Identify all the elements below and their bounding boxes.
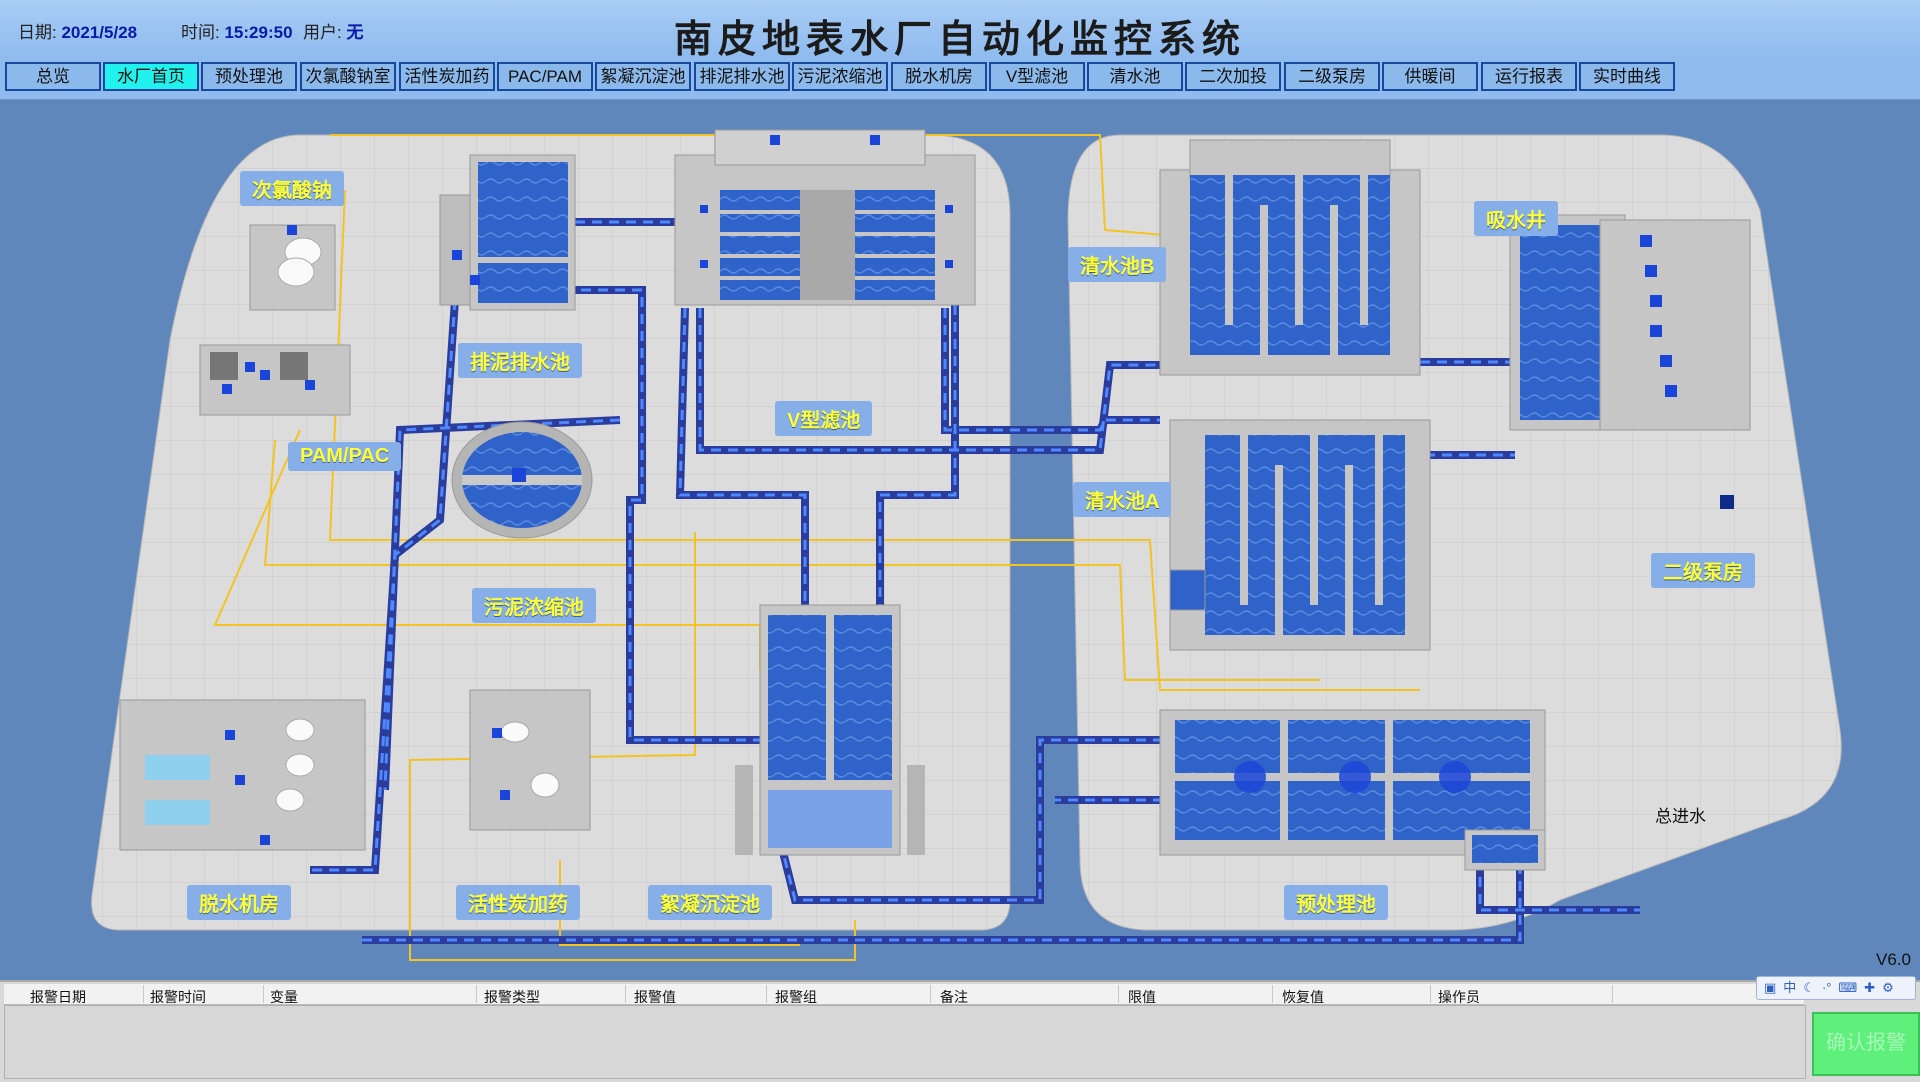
nav-item-plant-home[interactable]: 水厂首页	[103, 62, 199, 91]
date-label: 日期:	[18, 23, 57, 42]
keyboard-icon[interactable]: ⌨	[1838, 980, 1858, 995]
ime-toolbar[interactable]: ▣ 中 ☾ ·° ⌨ ✚ ⚙	[1756, 976, 1916, 1000]
nav-item-secondary-dosing[interactable]: 二次加投	[1185, 62, 1281, 91]
nav-item-hypochlorite-room[interactable]: 次氯酸钠室	[300, 62, 396, 91]
label-dewatering-room[interactable]: 脱水机房	[187, 885, 291, 920]
label-pretreatment[interactable]: 预处理池	[1284, 885, 1388, 920]
alarm-table-header	[4, 984, 1804, 1005]
nav-item-secondary-pump[interactable]: 二级泵房	[1284, 62, 1380, 91]
pretreatment-tank	[1159, 709, 1546, 871]
label-flocculation[interactable]: 絮凝沉淀池	[648, 885, 772, 920]
col-operator[interactable]: 操作员	[1438, 989, 1480, 1005]
plus-icon[interactable]: ✚	[1864, 980, 1876, 995]
date-value: 2021/5/28	[61, 23, 138, 42]
acknowledge-alarm-button[interactable]: 确认报警	[1812, 1012, 1920, 1076]
label-clear-pool-a[interactable]: 清水池A	[1073, 482, 1172, 517]
alarm-table-body[interactable]	[4, 1005, 1806, 1079]
col-alarm-time[interactable]: 报警时间	[150, 989, 206, 1005]
label-suction-well[interactable]: 吸水井	[1474, 201, 1558, 236]
label-activated-carbon[interactable]: 活性炭加药	[456, 885, 580, 920]
nav-item-heating-room[interactable]: 供暖间	[1382, 62, 1478, 91]
system-title: 南皮地表水厂自动化监控系统	[673, 16, 1246, 61]
nav-item-pretreatment[interactable]: 预处理池	[201, 62, 297, 91]
col-separator	[1118, 985, 1119, 1003]
ime-chinese-mode[interactable]: 中	[1783, 980, 1797, 995]
nav-item-operation-report[interactable]: 运行报表	[1481, 62, 1577, 91]
col-separator	[1430, 985, 1431, 1003]
date-field: 日期: 2021/5/28	[18, 18, 137, 43]
sludge-thickener-tank	[451, 421, 593, 539]
col-separator	[143, 985, 144, 1003]
dewatering-equipment	[119, 699, 366, 851]
col-separator	[1612, 985, 1613, 1003]
col-separator	[930, 985, 931, 1003]
col-variable[interactable]: 变量	[270, 989, 298, 1005]
col-alarm-group[interactable]: 报警组	[775, 989, 817, 1005]
ime-logo-icon[interactable]: ▣	[1764, 980, 1777, 995]
punctuation-icon[interactable]: ·°	[1821, 980, 1832, 995]
col-separator	[1272, 985, 1273, 1003]
time-value: 15:29:50	[224, 23, 293, 42]
time-field: 时间: 15:29:50	[181, 18, 293, 43]
clear-pool-b-tank	[1159, 139, 1421, 376]
user-label: 用户:	[303, 23, 342, 42]
nav-item-sludge-thickener[interactable]: 污泥浓缩池	[792, 62, 888, 91]
col-limit[interactable]: 限值	[1128, 989, 1156, 1005]
col-separator	[263, 985, 264, 1003]
col-remark[interactable]: 备注	[940, 989, 968, 1005]
label-sludge-drain-pool[interactable]: 排泥排水池	[458, 343, 582, 378]
col-alarm-type[interactable]: 报警类型	[484, 989, 540, 1005]
pam-pac-equipment	[199, 344, 351, 416]
label-secondary-pump[interactable]: 二级泵房	[1651, 553, 1755, 588]
user-value: 无	[346, 23, 364, 42]
intake-label: 总进水	[1655, 807, 1706, 826]
col-restore-value[interactable]: 恢复值	[1282, 989, 1324, 1005]
user-field: 用户: 无	[303, 18, 363, 43]
nav-item-pac-pam[interactable]: PAC/PAM	[497, 62, 593, 91]
clear-pool-a-tank	[1169, 419, 1431, 651]
v-filter-tank	[674, 129, 976, 306]
hypochlorite-equipment	[249, 224, 336, 311]
secondary-pump-equipment	[1599, 219, 1751, 509]
col-separator	[766, 985, 767, 1003]
label-v-filter[interactable]: V型滤池	[775, 401, 873, 436]
nav-item-sludge-drain[interactable]: 排泥排水池	[694, 62, 790, 91]
nav-item-v-filter[interactable]: V型滤池	[989, 62, 1085, 91]
label-sodium-hypochlorite[interactable]: 次氯酸钠	[240, 171, 344, 206]
label-sludge-thickener[interactable]: 污泥浓缩池	[472, 588, 596, 623]
plant-overview-scene: 次氯酸钠 PAM/PAC 排泥排水池 V型滤池 清水池B 清水池A 吸水井 二级…	[0, 100, 1920, 980]
plant-diagram	[91, 129, 1842, 961]
col-separator	[625, 985, 626, 1003]
wrench-icon[interactable]: ⚙	[1882, 980, 1894, 995]
nav-item-flocculation[interactable]: 絮凝沉淀池	[595, 62, 691, 91]
version-label: V6.0	[1876, 950, 1911, 969]
nav-item-activated-carbon[interactable]: 活性炭加药	[399, 62, 495, 91]
moon-icon[interactable]: ☾	[1803, 980, 1815, 995]
nav-item-dewatering[interactable]: 脱水机房	[891, 62, 987, 91]
sludge-drain-pool-tank	[439, 154, 576, 311]
time-label: 时间:	[181, 23, 220, 42]
nav-item-overview[interactable]: 总览	[5, 62, 101, 91]
activated-carbon-equipment	[469, 689, 591, 831]
label-clear-pool-b[interactable]: 清水池B	[1068, 247, 1167, 282]
col-separator	[476, 985, 477, 1003]
flocculation-tank	[735, 604, 925, 856]
col-alarm-value[interactable]: 报警值	[634, 989, 676, 1005]
nav-item-clear-pool[interactable]: 清水池	[1087, 62, 1183, 91]
nav-item-realtime-curve[interactable]: 实时曲线	[1579, 62, 1675, 91]
label-pam-pac[interactable]: PAM/PAC	[288, 442, 402, 471]
col-alarm-date[interactable]: 报警日期	[30, 989, 86, 1005]
